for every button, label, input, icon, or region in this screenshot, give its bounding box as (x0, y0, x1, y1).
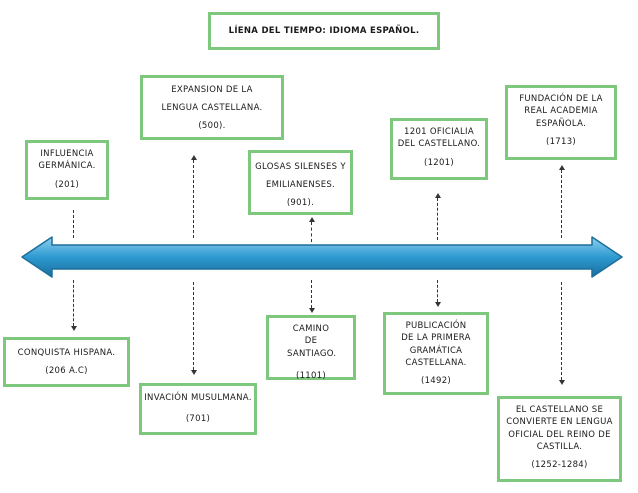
event-year: (206 A.C) (45, 366, 88, 377)
connector-top-4 (434, 193, 441, 240)
event-year: (201) (54, 179, 80, 190)
connector-bottom-2 (190, 282, 197, 375)
event-label: INFLUENCIA GERMÁNICA. (38, 149, 96, 172)
event-label: EXPANSION DE LA LENGUA CASTELLANA. (161, 85, 263, 113)
connector-top-5 (558, 165, 565, 238)
event-year: (1713) (545, 136, 577, 147)
event-year: (1492) (420, 376, 452, 387)
event-box-lengua-oficial: EL CASTELLANO SE CONVIERTE EN LENGUA OFI… (497, 396, 622, 482)
timeline-title: LÍENA DEL TIEMPO: IDIOMA ESPAÑOL. (208, 12, 440, 50)
title-text: LÍENA DEL TIEMPO: IDIOMA ESPAÑOL. (228, 25, 420, 36)
event-year: (701) (185, 414, 211, 425)
event-year: (1101) (295, 370, 327, 381)
connector-bottom-4 (434, 280, 441, 307)
connector-top-1 (73, 210, 74, 238)
event-year: (500). (198, 120, 226, 131)
event-box-glosas: GLOSAS SILENSES Y EMILIANENSES. (901). (248, 150, 353, 215)
event-box-conquista: CONQUISTA HISPANA. (206 A.C) (3, 337, 130, 387)
event-box-expansion-lengua: EXPANSION DE LA LENGUA CASTELLANA. (500)… (140, 75, 284, 140)
event-label: GLOSAS SILENSES Y EMILIANENSES. (255, 162, 346, 190)
event-label: CONQUISTA HISPANA. (17, 348, 116, 358)
event-box-invasion: INVACIÓN MUSULMANA. (701) (139, 383, 257, 435)
event-year: (1252-1284) (531, 460, 588, 471)
timeline-arrow (21, 236, 623, 278)
event-box-camino: CAMINO DE SANTIAGO. (1101) (266, 315, 356, 381)
event-label: INVACIÓN MUSULMANA. (144, 393, 252, 403)
event-label: CAMINO DE SANTIAGO. (287, 324, 337, 359)
event-box-real-academia: FUNDACIÓN DE LA REAL ACADEMIA ESPAÑOLA. … (505, 85, 617, 160)
event-year: (1201) (423, 157, 455, 168)
connector-bottom-1 (70, 280, 77, 331)
event-box-oficialia: 1201 OFICIALIA DEL CASTELLANO. (1201) (390, 118, 488, 180)
connector-bottom-5 (558, 282, 565, 385)
event-label: FUNDACIÓN DE LA REAL ACADEMIA ESPAÑOLA. (519, 94, 603, 129)
event-label: 1201 OFICIALIA DEL CASTELLANO. (397, 127, 481, 150)
event-label: EL CASTELLANO SE CONVIERTE EN LENGUA OFI… (506, 405, 613, 452)
event-label: PUBLICACIÓN DE LA PRIMERA GRAMÁTICA CAST… (401, 321, 471, 368)
connector-top-2 (190, 155, 197, 238)
event-box-influencia-germanica: INFLUENCIA GERMÁNICA. (201) (25, 140, 109, 200)
connector-bottom-3 (308, 280, 315, 313)
event-year: (901). (286, 197, 315, 208)
connector-top-3 (308, 217, 315, 242)
event-box-gramatica: PUBLICACIÓN DE LA PRIMERA GRAMÁTICA CAST… (383, 312, 489, 395)
